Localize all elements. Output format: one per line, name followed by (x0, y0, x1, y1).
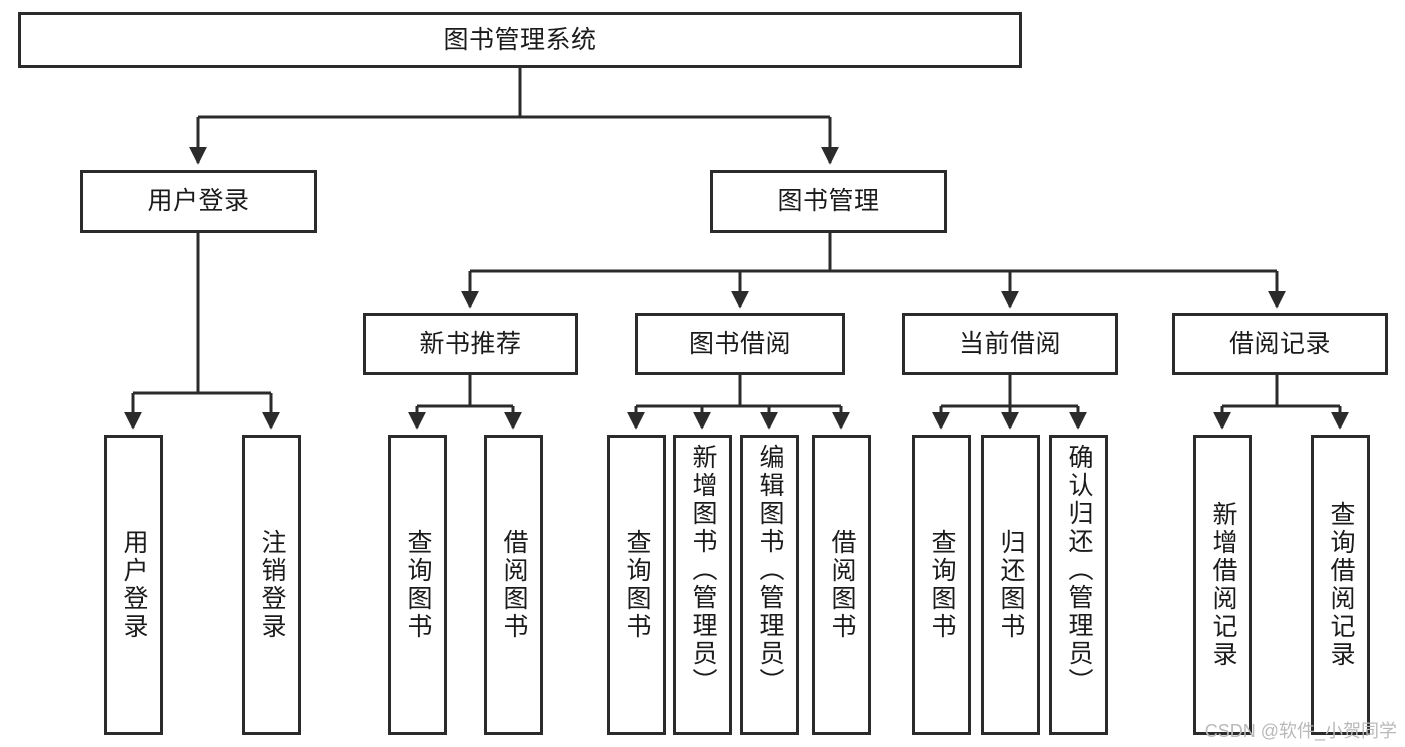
leaf-book-borrow-query-book[interactable]: 查询图书 (607, 435, 666, 735)
node-label: 查询图书 (928, 529, 956, 641)
csdn-watermark: CSDN @软件_小贺同学 (1204, 721, 1397, 741)
node-label: 图书管理系统 (443, 25, 597, 54)
node-label: 归还图书 (997, 529, 1025, 641)
leaf-new-book-borrow-book[interactable]: 借阅图书 (484, 435, 543, 735)
node-label: 编辑图书（管理员） (756, 444, 784, 696)
leaf-book-borrow-borrow-book[interactable]: 借阅图书 (812, 435, 871, 735)
node-book-management[interactable]: 图书管理 (710, 170, 947, 233)
node-label: 用户登录 (120, 529, 148, 641)
node-user-login[interactable]: 用户登录 (80, 170, 317, 233)
leaf-new-book-query-book[interactable]: 查询图书 (388, 435, 447, 735)
leaf-borrow-record-query-record[interactable]: 查询借阅记录 (1311, 435, 1370, 735)
node-label: 借阅图书 (828, 529, 856, 641)
leaf-current-borrow-query-book[interactable]: 查询图书 (912, 435, 971, 735)
node-label: 图书管理 (777, 187, 880, 216)
node-root-book-management-system[interactable]: 图书管理系统 (18, 12, 1022, 68)
node-new-book-recommend[interactable]: 新书推荐 (363, 313, 578, 375)
node-label: 当前借阅 (958, 329, 1061, 358)
node-current-borrow[interactable]: 当前借阅 (902, 313, 1118, 375)
leaf-book-borrow-add-book[interactable]: 新增图书（管理员） (673, 435, 732, 735)
node-label: 借阅图书 (500, 529, 528, 641)
node-label: 借阅记录 (1228, 329, 1331, 358)
leaf-current-borrow-return-book[interactable]: 归还图书 (981, 435, 1040, 735)
node-borrow-record[interactable]: 借阅记录 (1172, 313, 1388, 375)
node-label: 新增借阅记录 (1209, 501, 1237, 669)
node-label: 用户登录 (147, 187, 250, 216)
node-label: 确认归还（管理员） (1065, 444, 1093, 696)
leaf-book-borrow-edit-book[interactable]: 编辑图书（管理员） (740, 435, 799, 735)
leaf-borrow-record-add-record[interactable]: 新增借阅记录 (1193, 435, 1252, 735)
node-label: 新书推荐 (419, 329, 522, 358)
node-label: 新增图书（管理员） (689, 444, 717, 696)
node-label: 查询借阅记录 (1327, 501, 1355, 669)
node-book-borrow[interactable]: 图书借阅 (635, 313, 845, 375)
node-label: 注销登录 (258, 529, 286, 641)
node-label: 查询图书 (623, 529, 651, 641)
node-label: 查询图书 (404, 529, 432, 641)
leaf-user-login-logout[interactable]: 注销登录 (242, 435, 301, 735)
node-label: 图书借阅 (688, 329, 791, 358)
leaf-user-login-login[interactable]: 用户登录 (104, 435, 163, 735)
leaf-current-borrow-confirm-return[interactable]: 确认归还（管理员） (1049, 435, 1108, 735)
